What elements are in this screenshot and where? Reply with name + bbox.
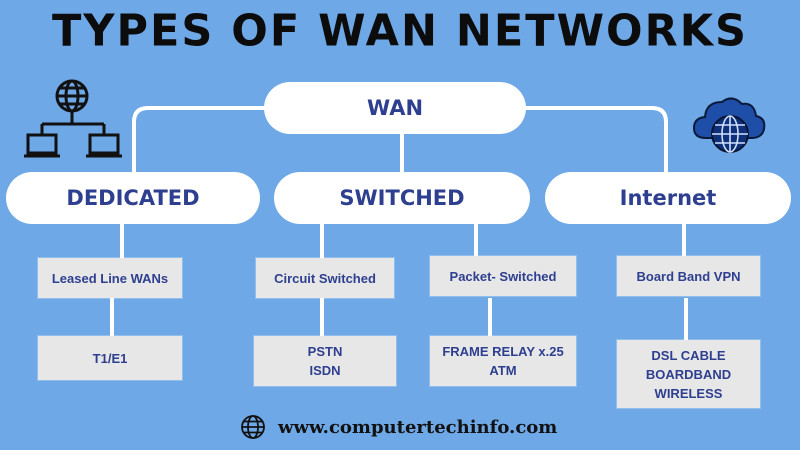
wan-root-node: WAN bbox=[264, 82, 526, 134]
category-dedicated: DEDICATED bbox=[6, 172, 260, 224]
node-packet-switched: Packet- Switched bbox=[430, 256, 576, 296]
category-switched-label: SWITCHED bbox=[339, 186, 465, 210]
node-dsl-cable-broadband-wireless-label: DSL CABLE BOARDBAND WIRELESS bbox=[645, 347, 732, 401]
node-circuit-switched: Circuit Switched bbox=[256, 258, 394, 298]
node-frame-relay-atm: FRAME RELAY x.25 ATM bbox=[430, 336, 576, 386]
node-frame-relay-atm-label: FRAME RELAY x.25 ATM bbox=[442, 344, 564, 378]
node-leased-line-wans: Leased Line WANs bbox=[38, 258, 182, 298]
connector-wan-dedicated bbox=[132, 106, 268, 172]
node-broadband-vpn-label: Board Band VPN bbox=[636, 268, 741, 284]
category-internet: Internet bbox=[545, 172, 791, 224]
wan-root-label: WAN bbox=[366, 96, 424, 120]
network-globe-icon bbox=[24, 79, 122, 158]
globe-icon bbox=[241, 415, 265, 439]
node-circuit-switched-label: Circuit Switched bbox=[274, 270, 376, 286]
node-pstn-isdn-label: PSTN ISDN bbox=[307, 344, 343, 378]
category-internet-label: Internet bbox=[619, 186, 717, 210]
node-dsl-cable-broadband-wireless: DSL CABLE BOARDBAND WIRELESS bbox=[617, 340, 760, 408]
connector-wan-internet bbox=[522, 106, 668, 172]
node-pstn-isdn: PSTN ISDN bbox=[254, 336, 396, 386]
cloud-globe-icon bbox=[692, 97, 766, 153]
category-switched: SWITCHED bbox=[274, 172, 530, 224]
footer-website: www.computertechinfo.com bbox=[240, 412, 557, 442]
node-t1-e1: T1/E1 bbox=[38, 336, 182, 380]
diagram-title: TYPES OF WAN NETWORKS bbox=[51, 5, 748, 57]
node-packet-switched-label: Packet- Switched bbox=[449, 268, 557, 284]
footer-url: www.computertechinfo.com bbox=[278, 416, 558, 438]
node-leased-line-wans-label: Leased Line WANs bbox=[51, 270, 169, 286]
node-broadband-vpn: Board Band VPN bbox=[617, 256, 760, 296]
node-t1-e1-label: T1/E1 bbox=[92, 350, 128, 366]
category-dedicated-label: DEDICATED bbox=[66, 186, 200, 210]
